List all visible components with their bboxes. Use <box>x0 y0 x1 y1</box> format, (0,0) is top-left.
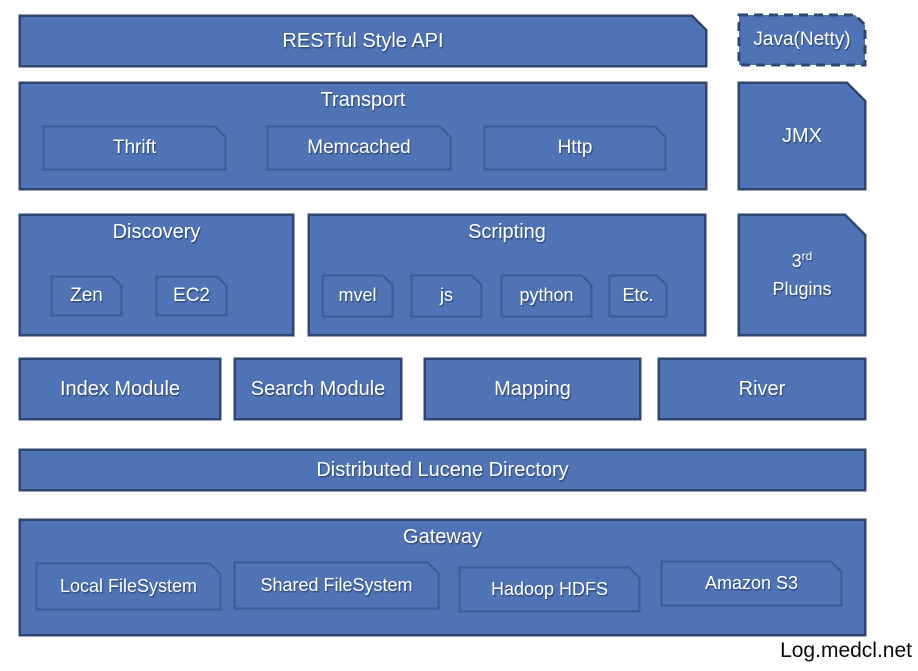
box-title: Transport <box>320 89 406 111</box>
box-label: Java(Netty) <box>753 28 851 50</box>
box-label: Distributed Lucene Directory <box>316 459 569 481</box>
box-label: mvel <box>338 285 377 306</box>
box-zen: Zen <box>50 275 123 317</box>
box-thrift: Thrift <box>42 125 227 171</box>
box-label: Thrift <box>112 136 157 158</box>
box-gateway: Gateway Local FileSystem Shared FileSyst… <box>18 518 867 637</box>
box-title: Gateway <box>403 526 482 548</box>
box-label: Hadoop HDFS <box>490 578 609 599</box>
box-label: EC2 <box>173 284 210 306</box>
box-amazon-s3: Amazon S3 <box>660 560 843 607</box>
box-label: Etc. <box>622 285 654 306</box>
box-ec2: EC2 <box>155 275 228 317</box>
box-label: js <box>440 285 453 306</box>
box-index-module: Index Module <box>18 357 222 421</box>
box-label: python <box>519 285 574 306</box>
box-label: Amazon S3 <box>704 572 799 593</box>
box-mapping: Mapping <box>423 357 642 421</box>
box-label: JMX <box>782 125 822 147</box>
box-label: Zen <box>70 284 103 306</box>
box-jmx: JMX <box>737 81 867 191</box>
box-label: RESTful Style API <box>282 30 444 52</box>
box-discovery: Discovery Zen EC2 <box>18 213 295 337</box>
box-title: Scripting <box>468 221 546 243</box>
box-search-module: Search Module <box>233 357 403 421</box>
box-etc: Etc. <box>608 274 668 318</box>
box-python: python <box>500 274 593 318</box>
box-3rd-party-plugins: 3rd Plugins <box>737 213 867 337</box>
box-transport: Transport Thrift Memcached Http <box>18 81 708 191</box>
box-label: Index Module <box>59 378 181 400</box>
box-shared-filesystem: Shared FileSystem <box>233 561 440 610</box>
box-label: Local FileSystem <box>59 575 198 596</box>
footer-credit: Log.medcl.net <box>780 639 912 662</box>
box-label: Shared FileSystem <box>260 574 413 595</box>
box-label: River <box>738 378 786 400</box>
box-memcached: Memcached <box>266 125 452 171</box>
box-http: Http <box>483 125 667 171</box>
box-label: Mapping <box>494 378 571 400</box>
box-mvel: mvel <box>321 274 394 318</box>
box-local-filesystem: Local FileSystem <box>35 562 222 611</box>
box-label: Http <box>557 136 593 158</box>
box-scripting: Scripting mvel js python Etc. <box>307 213 707 337</box>
box-restful-style-api: RESTful Style API <box>18 14 708 68</box>
box-label: Search Module <box>250 378 386 400</box>
box-js: js <box>410 274 483 318</box>
box-title: Discovery <box>112 221 201 243</box>
box-java-netty: Java(Netty) <box>737 13 867 67</box>
box-hadoop-hdfs: Hadoop HDFS <box>458 566 641 613</box>
box-distributed-lucene-directory: Distributed Lucene Directory <box>18 448 867 492</box>
box-label: Memcached <box>307 136 411 158</box>
box-label: 3rd Plugins <box>772 248 832 299</box>
box-river: River <box>657 357 867 421</box>
